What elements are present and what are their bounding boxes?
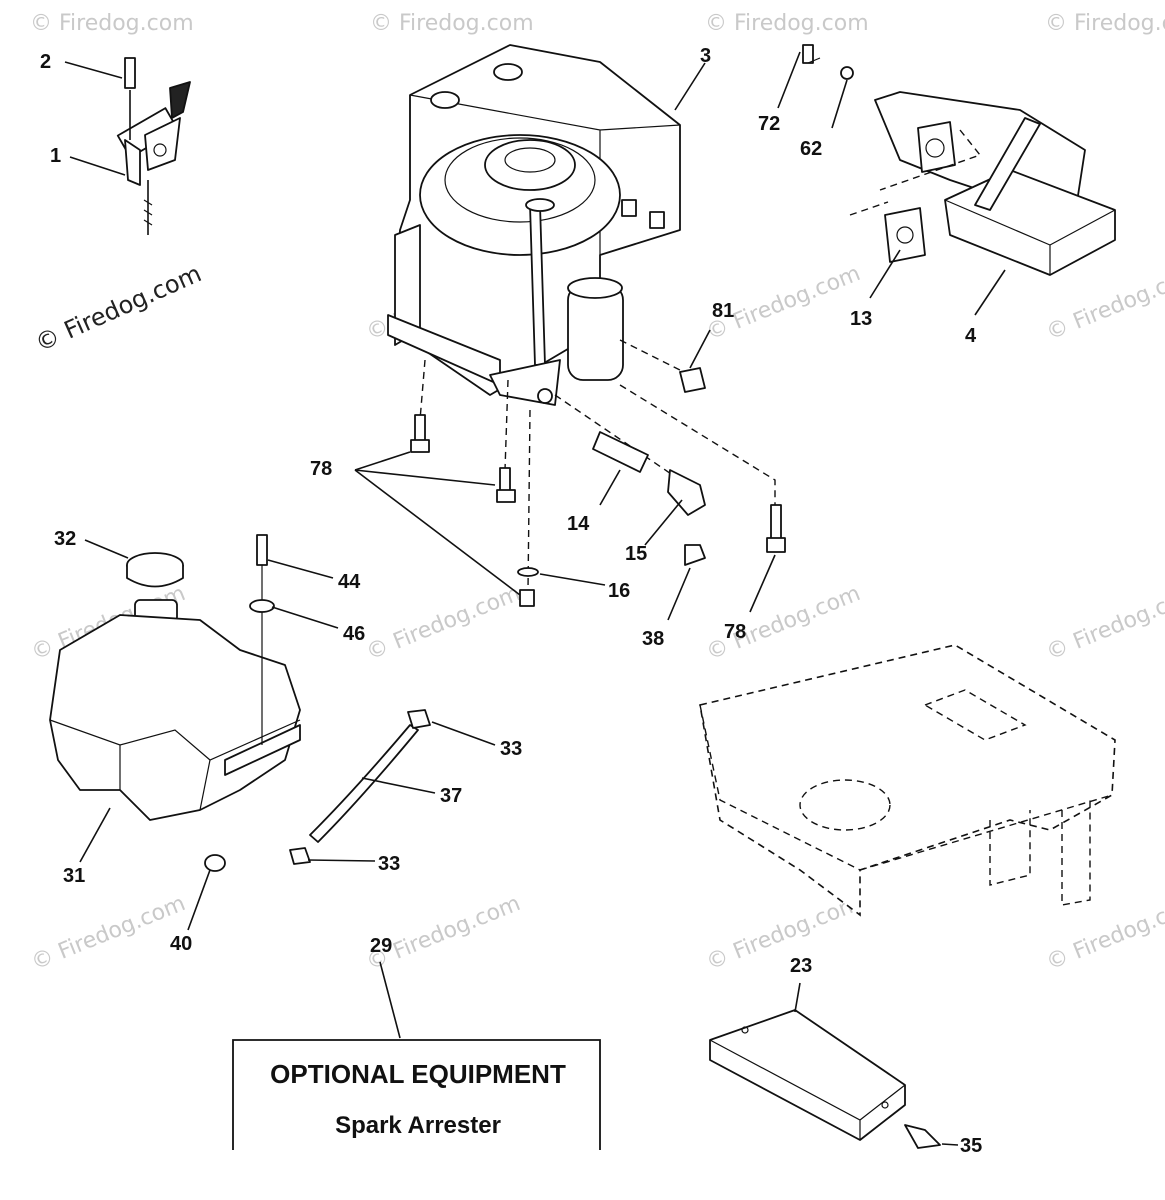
callout-16: 16 — [608, 580, 630, 602]
callout-3: 3 — [700, 45, 711, 67]
optional-equipment-box: OPTIONAL EQUIPMENT Spark Arrester — [232, 961, 601, 1150]
callout-13: 13 — [850, 308, 872, 330]
watermark: © Firedog.com — [1043, 891, 1165, 975]
callout-37: 37 — [440, 785, 462, 807]
spark-arrester-part — [709, 982, 959, 1149]
watermark: © Firedog.com — [1043, 261, 1165, 345]
callout-38: 38 — [642, 628, 664, 650]
callout-14: 14 — [567, 513, 590, 535]
callout-78-right: 78 — [724, 621, 746, 643]
engine-part — [387, 44, 706, 406]
watermark: © Firedog.com — [705, 11, 869, 36]
callout-72: 72 — [758, 113, 780, 135]
watermark: © Firedog.com — [28, 891, 189, 975]
callout-62: 62 — [800, 138, 822, 160]
throttle-control-part — [64, 57, 191, 235]
callout-15: 15 — [625, 543, 647, 565]
callout-31: 31 — [63, 865, 85, 887]
watermark: © Firedog.com — [370, 11, 534, 36]
watermark: © Firedog.com — [363, 581, 524, 665]
optional-equipment-title: OPTIONAL EQUIPMENT — [270, 1059, 566, 1089]
callout-4: 4 — [965, 325, 977, 347]
callout-33-bottom: 33 — [378, 853, 400, 875]
callout-33-top: 33 — [500, 738, 522, 760]
callout-23: 23 — [790, 955, 812, 977]
watermark: © Firedog.com — [1045, 11, 1165, 36]
watermark: © Firedog.com — [1043, 581, 1165, 665]
callout-32: 32 — [54, 528, 76, 550]
callout-29: 29 — [370, 935, 392, 957]
spark-arrester-subtitle: Spark Arrester — [335, 1112, 501, 1139]
watermark: © Firedog.com — [703, 891, 864, 975]
callout-78-left: 78 — [310, 458, 332, 480]
muffler-part — [777, 44, 1116, 316]
callout-2: 2 — [40, 51, 51, 73]
frame-part — [699, 644, 1116, 917]
fuel-tank-part — [49, 534, 496, 931]
callout-44: 44 — [338, 571, 361, 593]
callout-81: 81 — [712, 300, 734, 322]
callout-labels: 2 1 3 72 62 13 4 81 78 14 15 16 38 78 32… — [40, 45, 982, 1157]
callout-1: 1 — [50, 145, 61, 167]
fasteners-part — [354, 329, 786, 621]
callout-35: 35 — [960, 1135, 982, 1157]
callout-40: 40 — [170, 933, 192, 955]
watermark: © Firedog.com — [363, 891, 524, 975]
watermark-main: © Firedog.com — [31, 259, 205, 357]
watermark: © Firedog.com — [30, 11, 194, 36]
callout-46: 46 — [343, 623, 365, 645]
